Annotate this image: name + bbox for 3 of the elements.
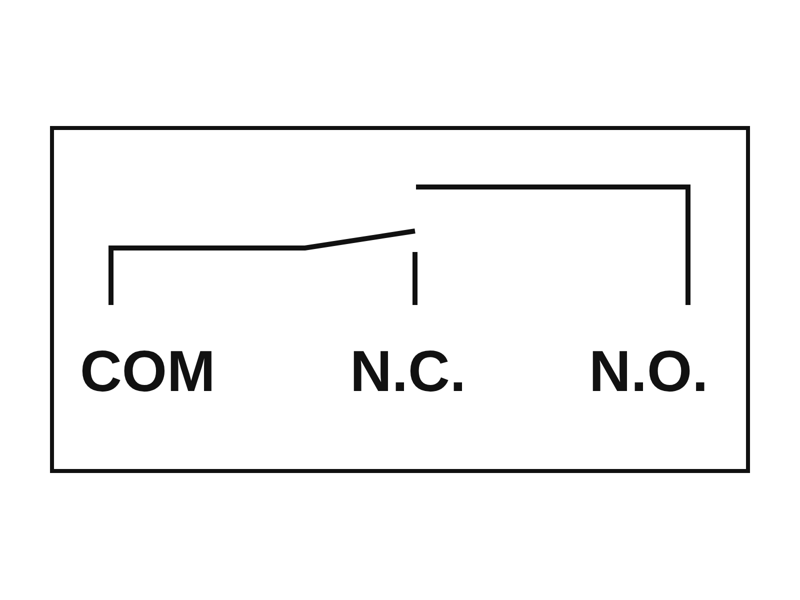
terminal-label: N.O.	[589, 343, 708, 401]
terminal-label: N.C.	[350, 343, 466, 401]
terminal-label: COM	[80, 343, 216, 401]
